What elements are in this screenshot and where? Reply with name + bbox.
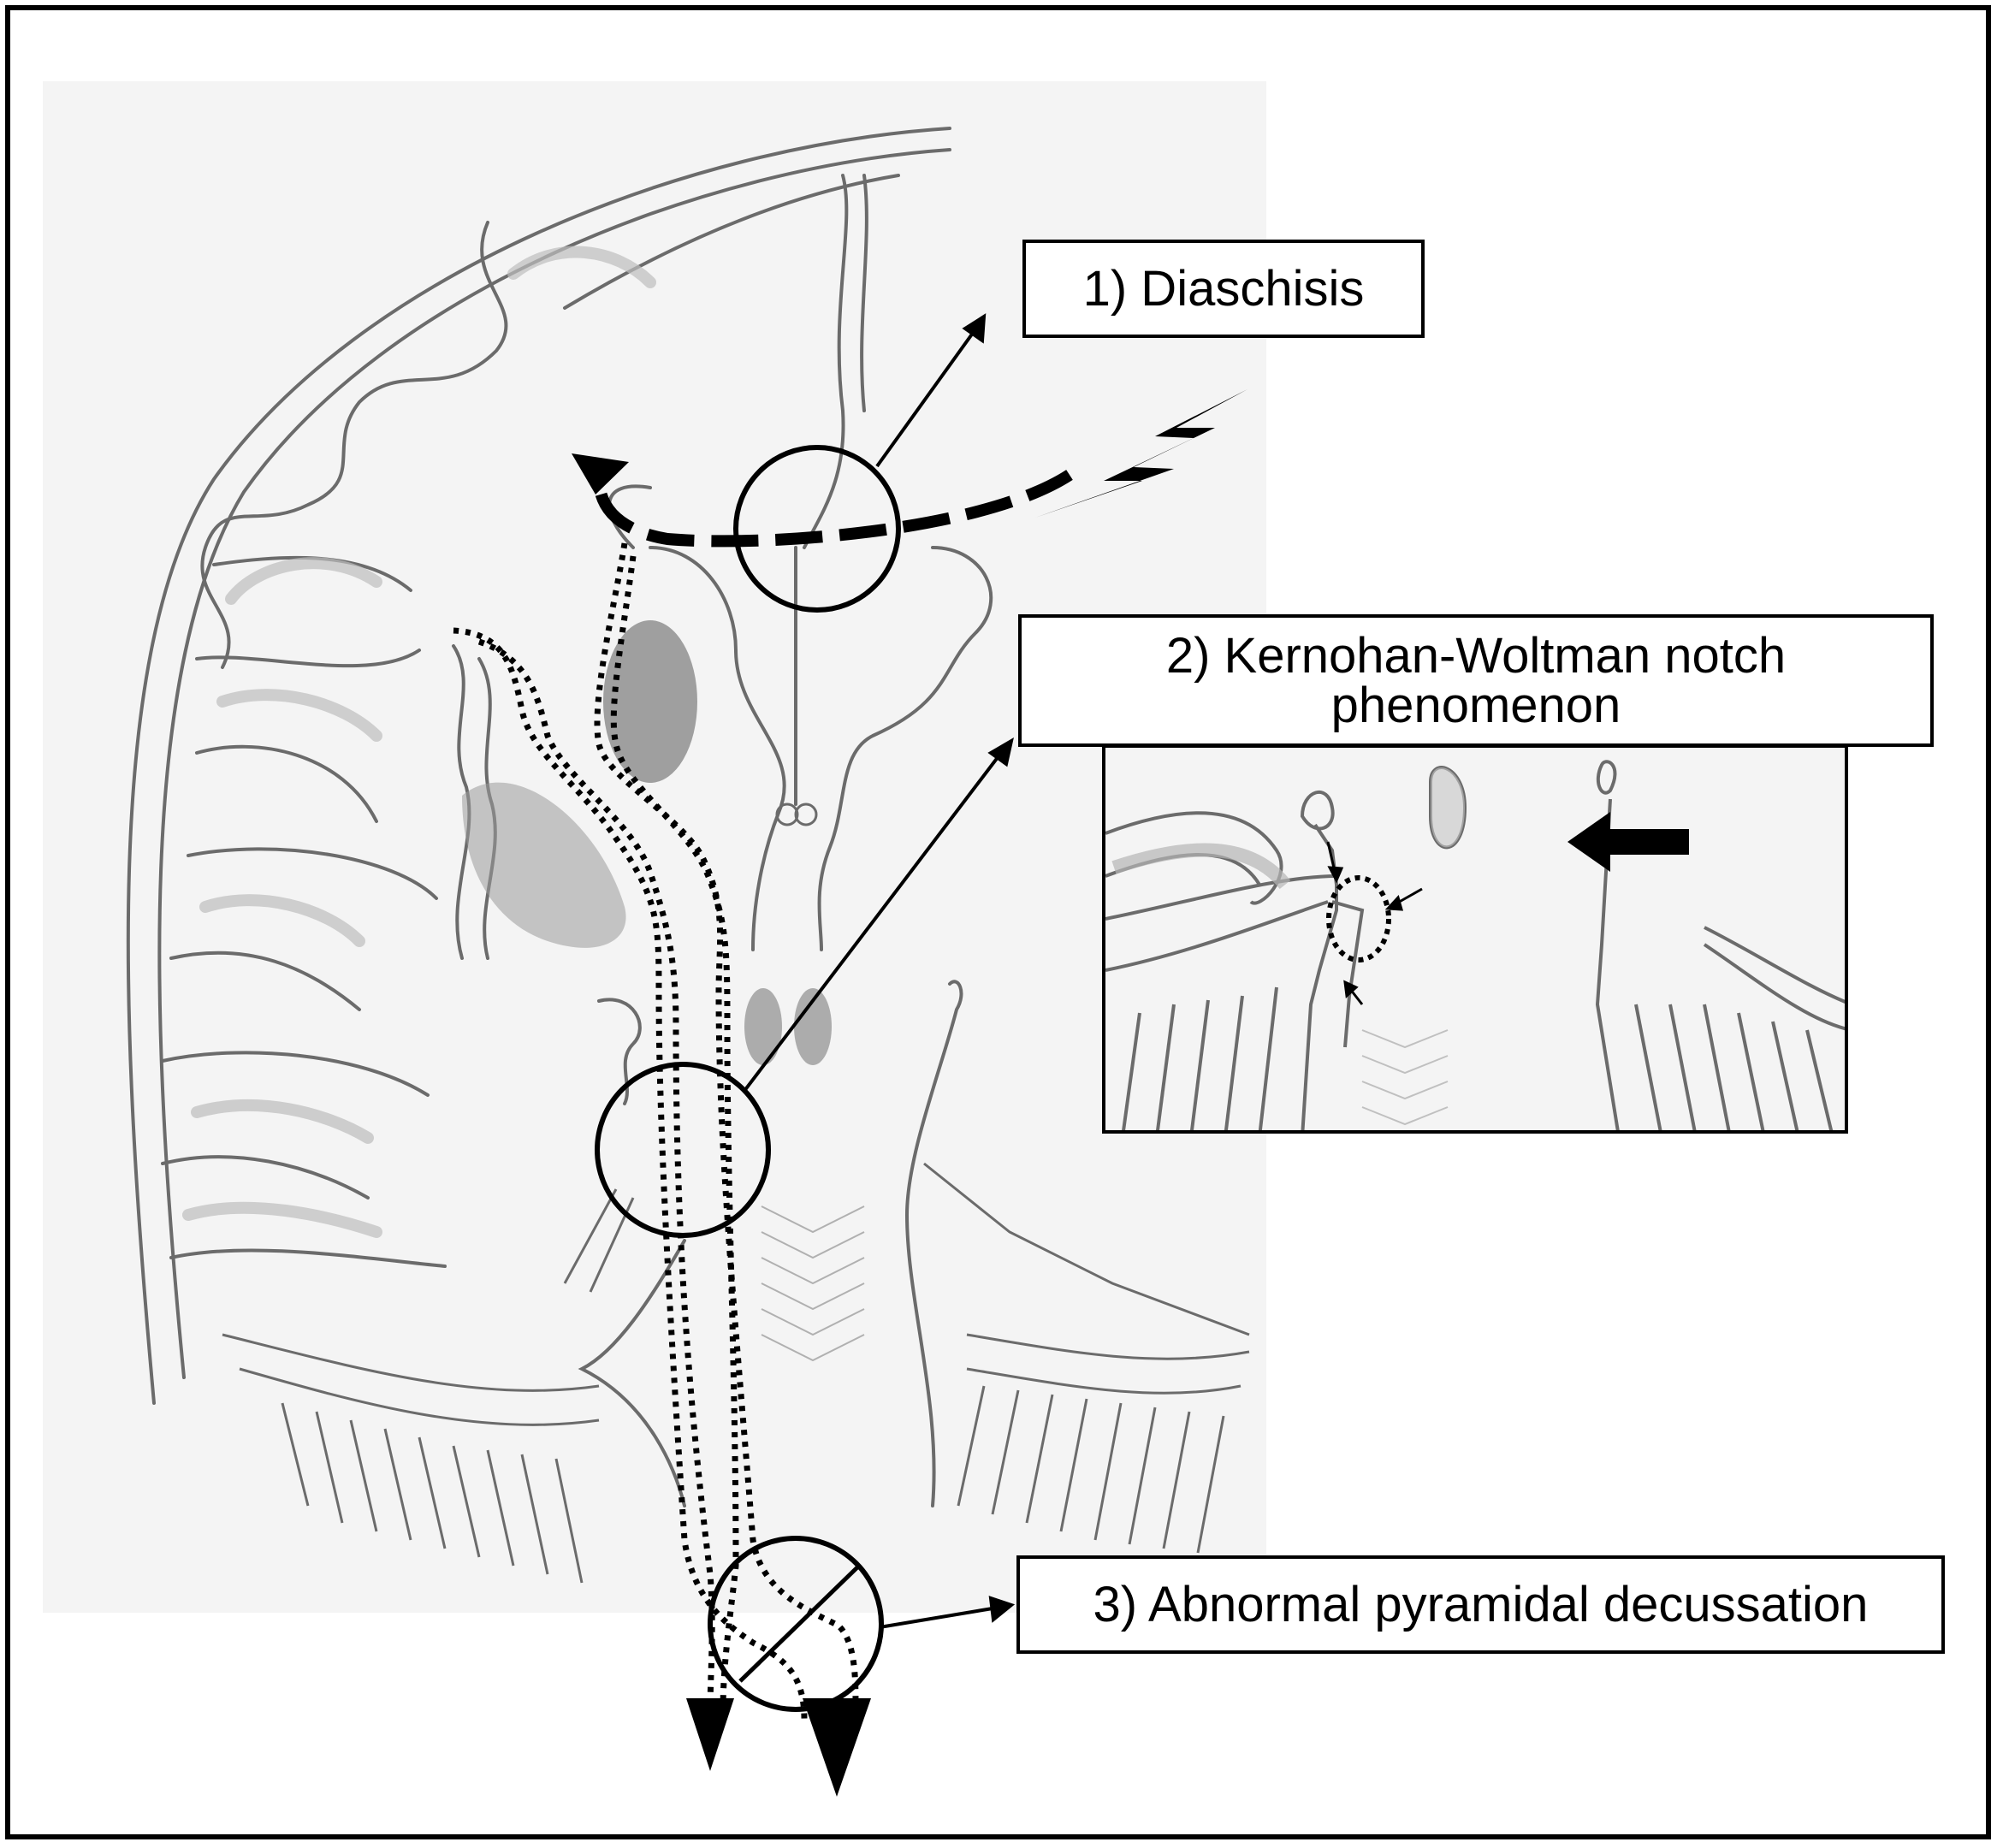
pyramidal-decussation-label: 3) Abnormal pyramidal decussation xyxy=(1016,1555,1945,1654)
figure-frame xyxy=(5,5,1991,1839)
red-nucleus-right xyxy=(794,988,832,1065)
red-nucleus-left xyxy=(744,988,782,1065)
left-arrow-icon xyxy=(1567,812,1689,872)
kernohan-woltman-label: 2) Kernohan-Woltman notch phenomenon xyxy=(1018,614,1934,747)
down-arrow-icon xyxy=(686,1698,734,1771)
pyramidal-text: 3) Abnormal pyramidal decussation xyxy=(1093,1576,1869,1632)
brainstem-hatching xyxy=(761,1205,865,1362)
notch-circle xyxy=(595,1062,771,1238)
down-arrow-icon xyxy=(803,1698,871,1797)
putamen-shaded xyxy=(462,782,626,948)
cerebellum-folia xyxy=(222,1162,1250,1584)
cortex-shading xyxy=(182,246,656,1238)
decussation-strike-line xyxy=(738,1566,859,1683)
notch-inset-sketch xyxy=(1105,760,1845,1130)
aqueduct-left xyxy=(775,803,799,826)
diaschisis-label: 1) Diaschisis xyxy=(1022,240,1425,338)
thalamus-shaded xyxy=(603,620,697,783)
notch-dotted-ellipse xyxy=(1326,875,1391,962)
notch-inset-panel xyxy=(1102,744,1848,1134)
kernohan-text-line1: 2) Kernohan-Woltman notch xyxy=(1165,627,1787,684)
left-dashed-arrowhead xyxy=(572,453,629,495)
kernohan-text-line2: phenomenon xyxy=(1330,677,1621,733)
aqueduct-right xyxy=(794,803,818,826)
leader-arrows xyxy=(743,313,1016,1629)
diaschisis-text: 1) Diaschisis xyxy=(1082,260,1365,317)
diaschisis-circle xyxy=(733,445,901,613)
decussation-circle xyxy=(708,1536,884,1712)
cerebral-hemisphere-sketch xyxy=(126,127,993,1507)
